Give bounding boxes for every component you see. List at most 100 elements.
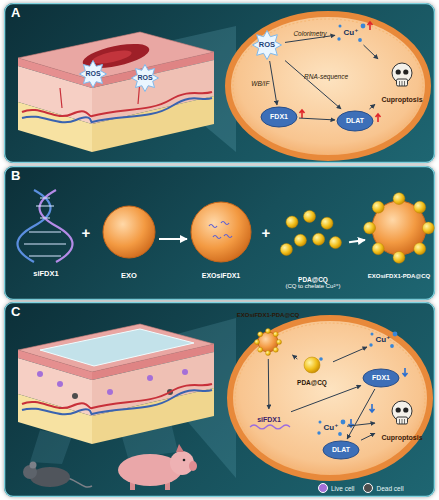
pda-particle (422, 222, 434, 234)
ion-dot (337, 37, 340, 40)
pda-particle (393, 193, 405, 205)
node-label: PDA@CQ (297, 379, 327, 386)
ion-dot (338, 432, 342, 436)
ion-dot (317, 431, 320, 434)
skull-teeth (400, 81, 405, 86)
legend-item: Live cell (318, 483, 354, 493)
panel-letter: A (11, 6, 20, 20)
engineered-exosome: EXOsiFDX1-PDA@CQ (234, 312, 302, 358)
skull-eye (396, 69, 401, 74)
membrane-inner (233, 19, 423, 153)
flow-arrow (285, 61, 341, 109)
star-shape (80, 61, 107, 88)
panel-frame: BsiFDX1EXOEXOsiFDX1PDA@CQ(CQ to chelate … (4, 166, 435, 300)
treated-cell (230, 318, 430, 478)
flow-arrow (347, 423, 375, 426)
blood-vessel (22, 390, 212, 414)
flow-arrow (285, 35, 335, 42)
pda-particle (372, 243, 384, 255)
pda-particle (313, 233, 325, 245)
node-label: ROS (259, 41, 275, 49)
panel-letter: C (11, 305, 20, 319)
pda-particle (273, 347, 278, 352)
flow-arrow (333, 347, 367, 362)
copper-ion: Cu⁺ (368, 330, 398, 350)
live-cell (57, 381, 63, 387)
sirna-cargo (224, 235, 232, 238)
pda-particle (393, 251, 405, 263)
pda-particle (255, 340, 260, 345)
dead-cell (72, 393, 78, 399)
flow-arrow (361, 433, 375, 440)
protein-blob: FDX1 (260, 106, 298, 128)
skull-eye (403, 407, 408, 412)
wound (91, 48, 132, 66)
nanoparticle: PDA@CQ(CQ to chelate Cu²⁺) (278, 205, 348, 290)
node-label: Cu⁺ (376, 336, 391, 345)
cuproptosis-icon: Cuproptosis (376, 60, 428, 104)
live-cell (107, 389, 113, 395)
sirna-strand-shape (250, 425, 290, 429)
ion-dot (341, 420, 346, 425)
pda-particle (258, 332, 263, 337)
protein-blob: DLAT (336, 110, 374, 132)
cuproptosis-icon: Cuproptosis (376, 398, 428, 442)
flow-arrow (349, 240, 365, 242)
flow-arrow (347, 389, 375, 439)
nanoparticle: PDA@CQ (292, 356, 332, 386)
flow-arrow (292, 355, 297, 359)
pda-particle (280, 243, 292, 255)
legend: Live cell Dead cell (318, 483, 404, 493)
engineered-exosome-shape (234, 312, 302, 358)
pda-particle (294, 234, 306, 246)
increase-arrow (376, 114, 381, 122)
decrease-arrow (403, 368, 408, 376)
node-label: PDA@CQ (298, 276, 328, 283)
ion-dot (339, 25, 342, 28)
node-label: FDX1 (372, 374, 390, 382)
ion-dot (319, 421, 322, 424)
pda-particle (273, 332, 278, 337)
flow-arrow (299, 118, 335, 120)
ion-dot (393, 332, 398, 337)
loaded-exosome: EXOsiFDX1 (188, 198, 254, 280)
star-shape (253, 31, 282, 60)
skull-jaw (397, 79, 408, 86)
pda-particle (277, 340, 282, 345)
flow-arrow (363, 45, 378, 59)
legend-swatch (363, 483, 373, 493)
pda-particle (266, 329, 271, 334)
panel-letter: B (11, 169, 20, 183)
exosome-sphere (258, 332, 278, 352)
protein-shape (337, 111, 373, 131)
exosome-sphere (103, 206, 155, 258)
live-cell (37, 371, 43, 377)
cell (228, 14, 428, 158)
node-label: DLAT (332, 446, 350, 454)
increase-arrow (368, 22, 373, 30)
ros-star: ROS (78, 60, 108, 88)
ros-star: ROS (130, 64, 160, 92)
plus-sign: + (82, 224, 91, 241)
pda-particle (414, 201, 426, 213)
node-note: (CQ to chelate Cu²⁺) (285, 283, 340, 290)
copper-ion: Cu⁺ (336, 22, 366, 44)
engineered-exosome: EXOsiFDX1-PDA@CQ (366, 190, 432, 280)
ion-dot (371, 333, 374, 336)
blood-vessel (22, 92, 212, 116)
node-label: Cu⁺ (324, 424, 339, 433)
node-label: siFDX1 (257, 416, 281, 424)
flow-arrow (268, 359, 270, 409)
skull-teeth (400, 419, 405, 424)
node-label: Cuproptosis (381, 434, 422, 442)
node-label: ROS (85, 70, 100, 78)
mouse-ear (30, 462, 37, 469)
ion-dot (358, 38, 362, 42)
ion-dot (369, 343, 372, 346)
legend-item: Dead cell (363, 483, 403, 493)
decrease-arrow (349, 419, 354, 427)
decrease-arrow (370, 404, 375, 412)
node-label: FDX1 (270, 113, 288, 121)
membrane-inner (235, 323, 425, 473)
flow-arrow (369, 104, 375, 109)
